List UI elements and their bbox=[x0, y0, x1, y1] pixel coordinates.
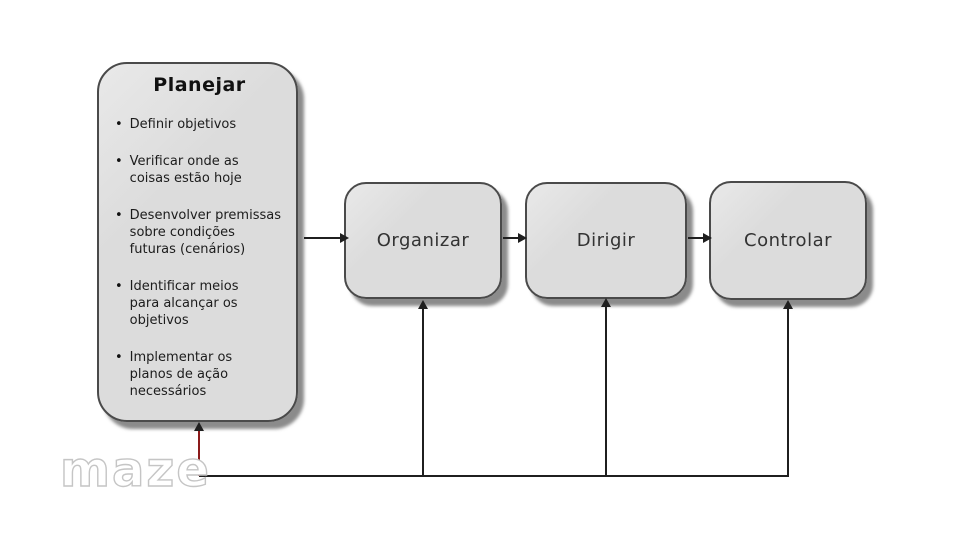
bullet-text: Definir objetivos bbox=[129, 117, 237, 132]
feedback-arrow-dirigir bbox=[605, 305, 607, 476]
arrow-dirigir-controlar bbox=[688, 237, 703, 239]
bullet-icon: • bbox=[115, 208, 123, 223]
arrowhead-icon bbox=[783, 300, 793, 309]
arrow-organizar-dirigir bbox=[503, 237, 518, 239]
node-dirigir-label: Dirigir bbox=[576, 230, 636, 251]
bullet-icon: • bbox=[115, 154, 123, 169]
planejar-bullet-list: • Definir objetivos • Verificar onde as … bbox=[113, 116, 286, 400]
arrowhead-icon bbox=[194, 422, 204, 431]
bullet-item: • Identificar meios para alcançar os obj… bbox=[115, 278, 286, 329]
node-planejar: Planejar • Definir objetivos • Verificar… bbox=[97, 62, 298, 422]
arrowhead-icon bbox=[418, 300, 428, 309]
arrowhead-icon bbox=[703, 233, 712, 243]
bullet-text: Implementar os planos de ação necessário… bbox=[129, 350, 233, 399]
bullet-text: Identificar meios para alcançar os objet… bbox=[129, 279, 239, 328]
bullet-icon: • bbox=[115, 117, 123, 132]
bullet-item: • Verificar onde as coisas estão hoje bbox=[115, 153, 286, 187]
node-organizar: Organizar bbox=[344, 182, 502, 299]
bullet-item: • Implementar os planos de ação necessár… bbox=[115, 349, 286, 400]
feedback-arrow-organizar bbox=[422, 307, 424, 476]
arrowhead-icon bbox=[601, 298, 611, 307]
bullet-item: • Desenvolver premissas sobre condições … bbox=[115, 207, 286, 258]
bullet-text: Desenvolver premissas sobre condições fu… bbox=[129, 208, 281, 257]
arrowhead-icon bbox=[518, 233, 527, 243]
feedback-arrow-planejar bbox=[198, 430, 200, 476]
arrowhead-icon bbox=[340, 233, 349, 243]
arrow-planejar-organizar bbox=[304, 237, 340, 239]
node-controlar-label: Controlar bbox=[744, 230, 832, 251]
feedback-arrow-controlar bbox=[787, 307, 789, 476]
feedback-line-horizontal bbox=[199, 475, 789, 477]
watermark-logo: maze bbox=[59, 441, 211, 498]
node-dirigir: Dirigir bbox=[525, 182, 687, 299]
node-organizar-label: Organizar bbox=[376, 230, 470, 251]
bullet-item: • Definir objetivos bbox=[115, 116, 286, 133]
node-planejar-title: Planejar bbox=[153, 74, 246, 96]
bullet-text: Verificar onde as coisas estão hoje bbox=[129, 154, 242, 186]
bullet-icon: • bbox=[115, 350, 123, 365]
bullet-icon: • bbox=[115, 279, 123, 294]
node-controlar: Controlar bbox=[709, 181, 867, 300]
